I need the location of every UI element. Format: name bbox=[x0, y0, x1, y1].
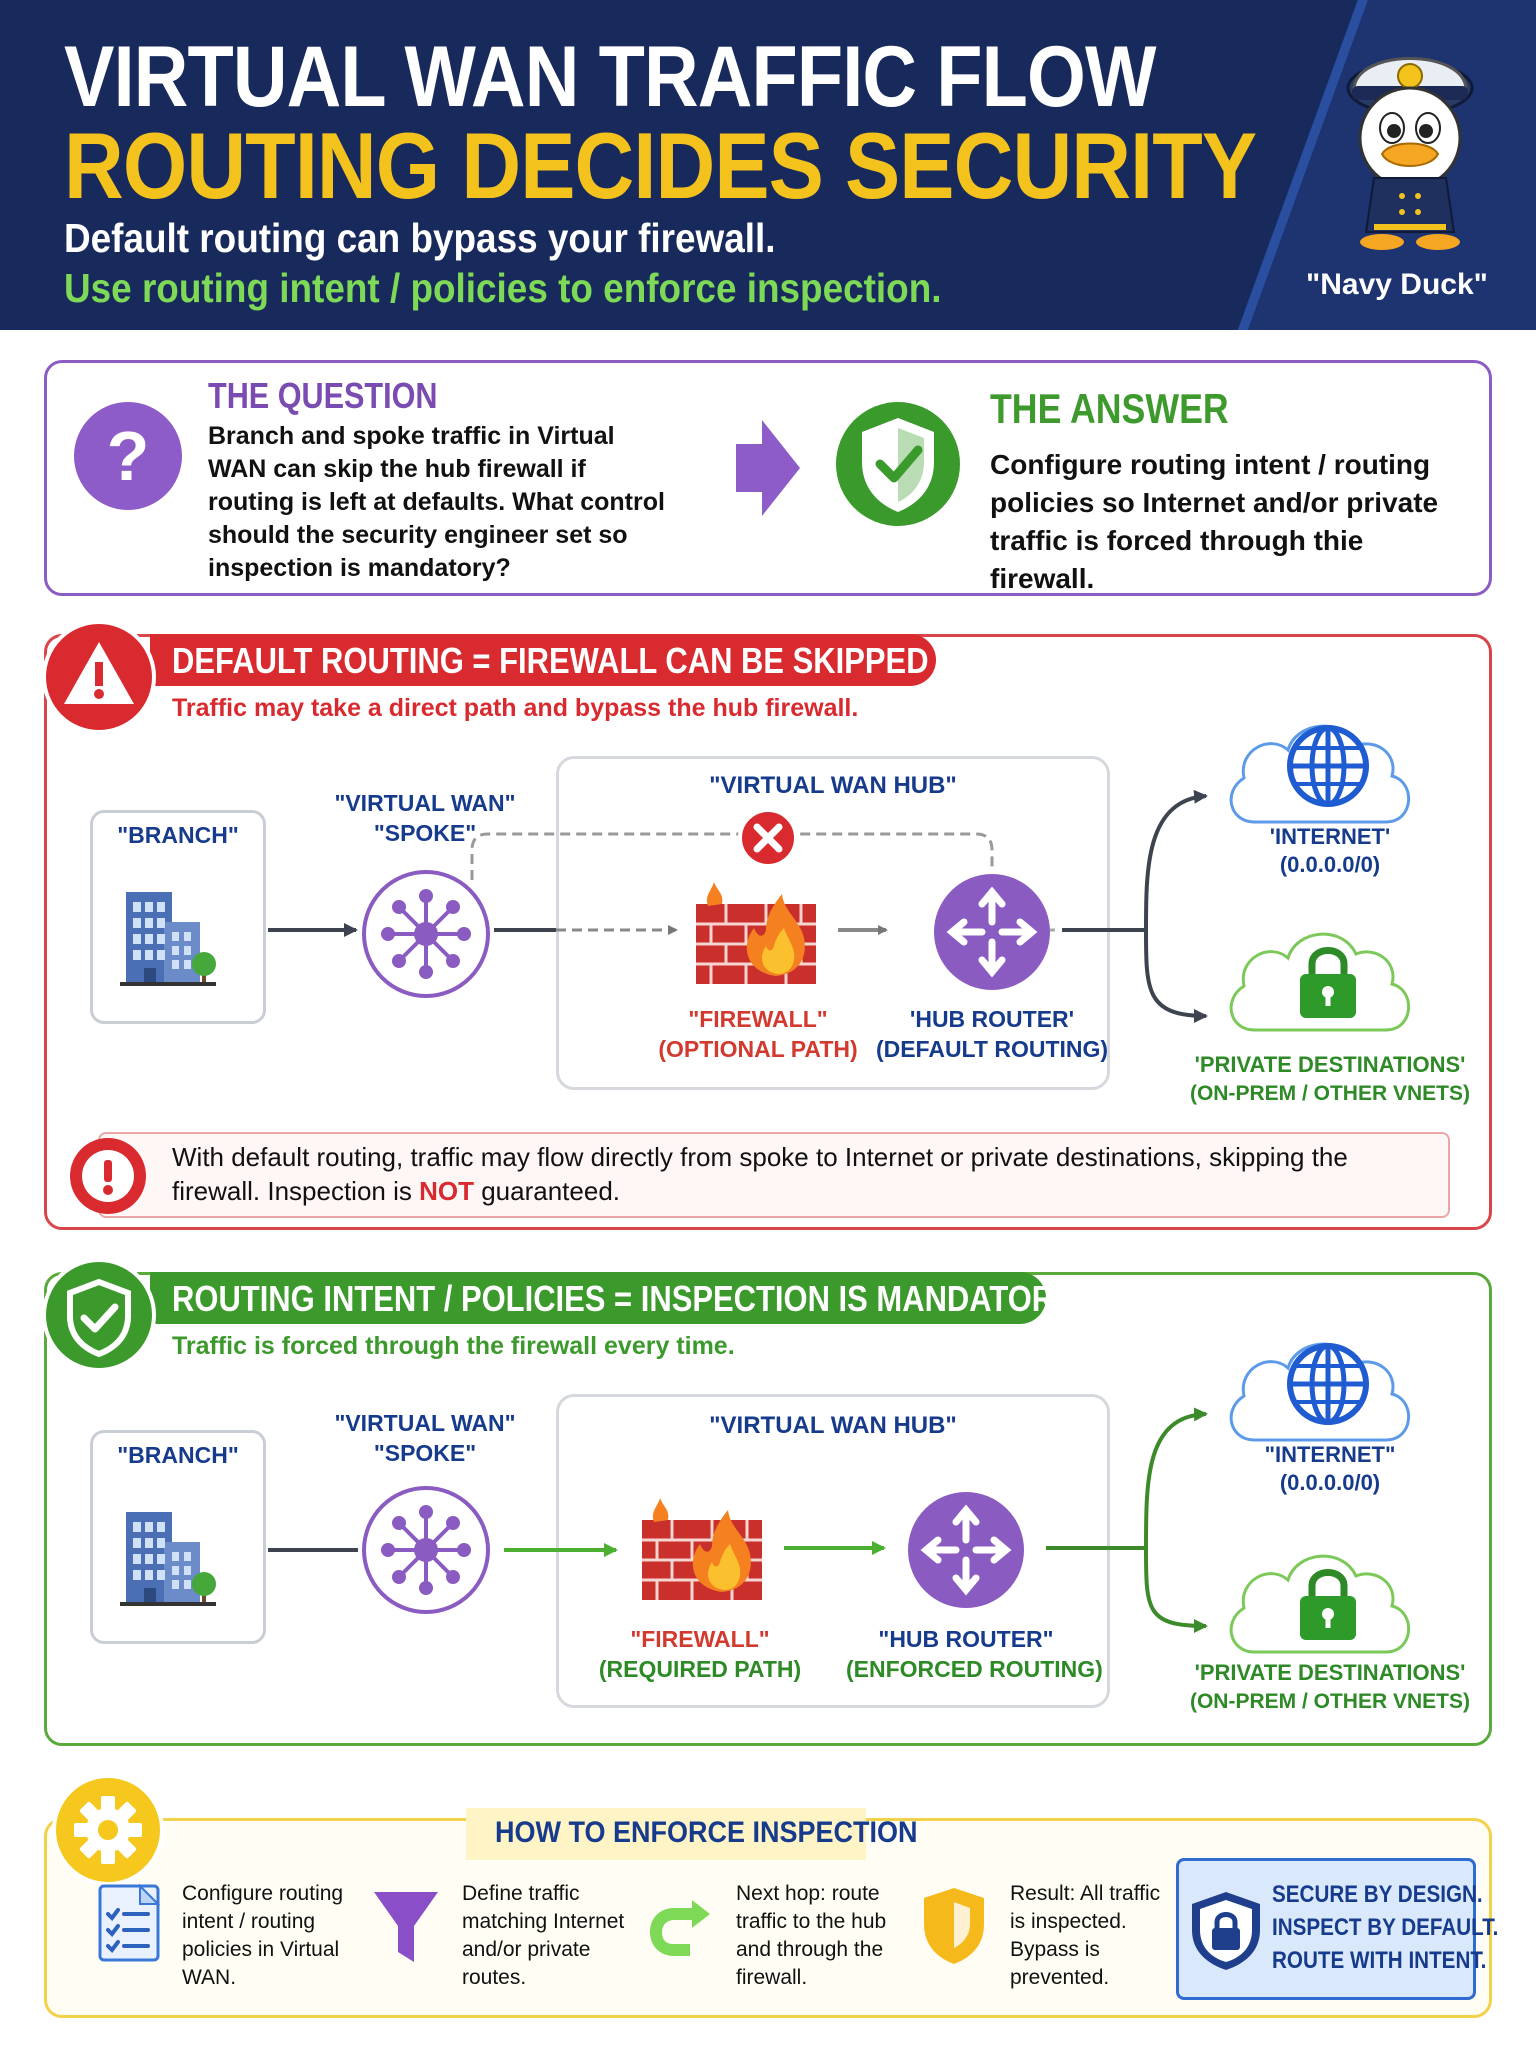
subtitle-line1: Default routing can bypass your firewall… bbox=[64, 215, 776, 261]
enforce-step-2: Define traffic matching Internet and/or … bbox=[462, 1882, 625, 1989]
private-label-2: (ON-PREM / OTHER VNETS) bbox=[1189, 1082, 1470, 1105]
globe-cloud-icon bbox=[1229, 1342, 1411, 1442]
hub-label: "VIRTUAL WAN HUB" bbox=[709, 772, 957, 799]
default-routing-note: With default routing, traffic may flow d… bbox=[172, 1142, 1348, 1206]
building-icon bbox=[120, 892, 216, 986]
private-label-1: 'PRIVATE DESTINATIONS' bbox=[1194, 1052, 1466, 1077]
spoke-label-2: "SPOKE" bbox=[373, 1440, 477, 1466]
branch-box bbox=[90, 810, 266, 1024]
internet-label-2: (0.0.0.0/0) bbox=[1279, 852, 1381, 877]
router-label-2: (DEFAULT ROUTING) bbox=[875, 1036, 1109, 1062]
question-answer-box bbox=[44, 360, 1492, 596]
checklist-icon bbox=[98, 1883, 161, 1962]
hub-spoke-icon bbox=[362, 1486, 490, 1614]
firewall-label-2: (OPTIONAL PATH) bbox=[658, 1036, 858, 1062]
branch-box bbox=[90, 1430, 266, 1644]
firewall-label-1: "FIREWALL" bbox=[630, 1626, 770, 1652]
internet-label-1: 'INTERNET' bbox=[1269, 824, 1391, 849]
firewall-icon bbox=[694, 880, 818, 986]
answer-text: Configure routing intent / routing polic… bbox=[990, 449, 1439, 594]
funnel-icon bbox=[374, 1892, 438, 1962]
shield-icon bbox=[924, 1888, 984, 1964]
spoke-label-2: "SPOKE" bbox=[373, 820, 477, 846]
routing-intent-banner-text: ROUTING INTENT / POLICIES = INSPECTION I… bbox=[172, 1278, 1074, 1319]
page-title-line1: VIRTUAL WAN TRAFFIC FLOW bbox=[64, 29, 1156, 125]
enforce-step-4: Result: All traffic is inspected. Bypass… bbox=[1010, 1882, 1161, 1989]
hub-label: "VIRTUAL WAN HUB" bbox=[709, 1412, 957, 1439]
hub-spoke-icon bbox=[362, 870, 490, 998]
router-icon bbox=[906, 1490, 1026, 1610]
default-routing-banner bbox=[150, 634, 936, 686]
mascot-caption: "Navy Duck" bbox=[1306, 268, 1488, 301]
header-banner bbox=[0, 0, 1536, 330]
router-label-2: (ENFORCED ROUTING) bbox=[846, 1656, 1103, 1682]
svg-text:?: ? bbox=[107, 417, 150, 495]
route-arrow-icon bbox=[650, 1900, 710, 1956]
secure-by-design-text: SECURE BY DESIGN. INSPECT BY DEFAULT. RO… bbox=[1272, 1881, 1499, 1974]
firewall-label-1: "FIREWALL" bbox=[688, 1006, 828, 1032]
shield-check-icon bbox=[836, 402, 960, 526]
page-title-line2: ROUTING DECIDES SECURITY bbox=[64, 113, 1257, 218]
spoke-label-1: "VIRTUAL WAN" bbox=[334, 1410, 516, 1436]
branch-label: "BRANCH" bbox=[117, 1442, 239, 1468]
enforce-step-3: Next hop: route traffic to the hub and t… bbox=[736, 1882, 887, 1989]
blocked-x-icon bbox=[738, 808, 798, 868]
internet-label-2: (0.0.0.0/0) bbox=[1279, 1470, 1381, 1495]
building-icon bbox=[120, 1512, 216, 1606]
spoke-label-1: "VIRTUAL WAN" bbox=[334, 790, 516, 816]
globe-cloud-icon bbox=[1229, 724, 1411, 824]
private-label-2: (ON-PREM / OTHER VNETS) bbox=[1189, 1690, 1470, 1713]
navy-duck-mascot bbox=[1346, 57, 1474, 250]
internet-label-1: "INTERNET" bbox=[1264, 1442, 1396, 1467]
routing-intent-banner bbox=[150, 1272, 1046, 1324]
question-text: Branch and spoke traffic in Virtual WAN … bbox=[208, 422, 665, 582]
enforce-step-1: Configure routing intent / routing polic… bbox=[182, 1882, 344, 1989]
router-label-1: 'HUB ROUTER' bbox=[909, 1006, 1075, 1032]
default-routing-subtitle: Traffic may take a direct path and bypas… bbox=[172, 694, 859, 722]
arrow-right-icon bbox=[736, 420, 800, 516]
private-label-1: 'PRIVATE DESTINATIONS' bbox=[1194, 1660, 1466, 1685]
default-routing-banner-text: DEFAULT ROUTING = FIREWALL CAN BE SKIPPE… bbox=[172, 640, 929, 681]
router-label-1: "HUB ROUTER" bbox=[878, 1626, 1054, 1652]
secure-lock-shield-icon bbox=[1192, 1892, 1260, 1970]
enforce-title: HOW TO ENFORCE INSPECTION bbox=[495, 1816, 918, 1849]
lock-cloud-icon bbox=[1229, 1554, 1411, 1654]
exclamation-icon bbox=[70, 1138, 146, 1214]
router-icon bbox=[932, 872, 1052, 992]
routing-intent-subtitle: Traffic is forced through the firewall e… bbox=[172, 1332, 735, 1360]
shield-check-icon bbox=[42, 1258, 156, 1372]
warning-icon bbox=[42, 620, 156, 734]
question-title: THE QUESTION bbox=[208, 375, 438, 416]
firewall-label-2: (REQUIRED PATH) bbox=[598, 1656, 802, 1682]
answer-title: THE ANSWER bbox=[990, 385, 1229, 432]
branch-label: "BRANCH" bbox=[117, 822, 239, 848]
enforce-title-bg bbox=[466, 1808, 866, 1860]
gear-icon bbox=[52, 1774, 164, 1886]
lock-cloud-icon bbox=[1229, 932, 1411, 1032]
question-icon: ? bbox=[74, 402, 182, 510]
subtitle-line2: Use routing intent / policies to enforce… bbox=[64, 265, 942, 311]
default-routing-note-box bbox=[98, 1132, 1450, 1218]
firewall-icon bbox=[640, 1496, 764, 1602]
